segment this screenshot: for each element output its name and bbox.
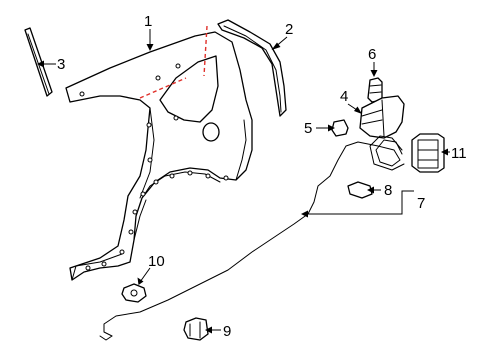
callout-2: 2 — [285, 21, 293, 38]
callout-8: 8 — [384, 182, 392, 199]
fuel-door-part-4 — [359, 95, 405, 139]
bracket-part-8 — [347, 181, 373, 199]
quarter-panel-part-1 — [65, 31, 253, 281]
leader-10 — [139, 267, 151, 283]
release-cable-part-7 — [99, 135, 405, 341]
callout-5: 5 — [304, 120, 312, 137]
molding-strip-part-3 — [24, 27, 53, 97]
leader-7 — [304, 190, 414, 215]
housing-part-11 — [411, 133, 445, 173]
clip-part-10 — [121, 283, 147, 303]
callout-7: 7 — [417, 195, 425, 212]
leader-lines — [37, 29, 450, 334]
callout-6: 6 — [368, 46, 376, 63]
clip-part-5 — [331, 119, 349, 137]
callout-10: 10 — [148, 253, 165, 270]
clip-part-9 — [183, 317, 209, 341]
callout-labels: 1 2 3 4 5 6 7 8 9 10 11 — [57, 13, 467, 340]
cut-line-horizontal — [139, 77, 187, 99]
reinforcement-part-2 — [217, 19, 287, 117]
cut-line-vertical — [203, 25, 208, 77]
cut-lines — [139, 25, 208, 99]
callout-9: 9 — [223, 323, 231, 340]
callout-3: 3 — [57, 56, 65, 73]
callout-1: 1 — [144, 13, 152, 30]
callout-11: 11 — [451, 145, 467, 162]
callout-4: 4 — [340, 88, 348, 105]
